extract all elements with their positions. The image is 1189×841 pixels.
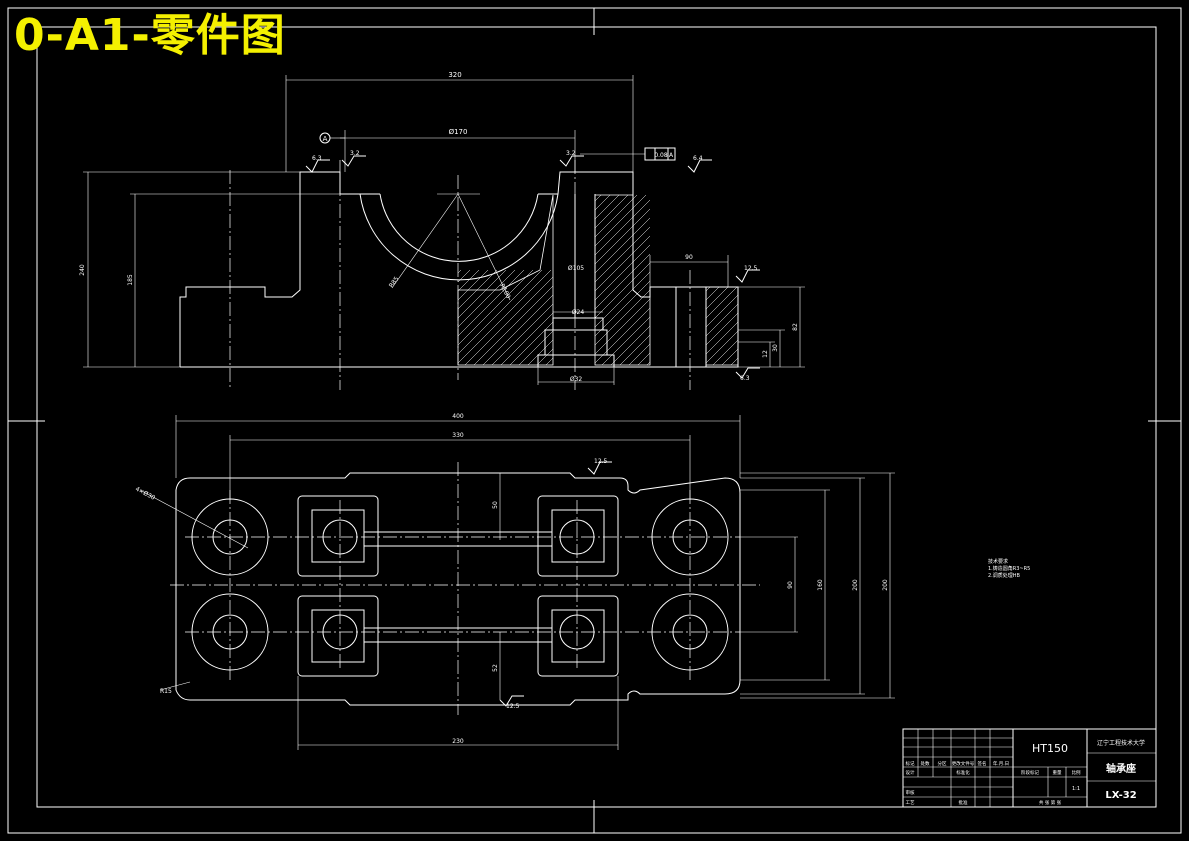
dim-bottom-width: Ø32 bbox=[570, 376, 583, 383]
plan-dim-h1: 50 bbox=[492, 501, 499, 509]
tb-material: HT150 bbox=[1032, 742, 1068, 755]
tol-datum: A bbox=[669, 152, 674, 159]
pocket-bl-inner bbox=[311, 609, 365, 663]
tolerance-frame bbox=[644, 147, 676, 161]
plan-rough-bottom: 12.5 bbox=[506, 703, 520, 710]
tb-h-date: 年.月.日 bbox=[993, 760, 1009, 767]
plan-dim-r3: 200 bbox=[852, 579, 859, 591]
right-boss bbox=[675, 286, 707, 368]
tb-h-weight: 重量 bbox=[1053, 769, 1062, 776]
bolt-holes bbox=[191, 498, 729, 671]
dim-right-h4: 6.3 bbox=[740, 375, 750, 382]
pocket-tl bbox=[297, 495, 379, 577]
plan-dim-r4: 200 bbox=[882, 579, 889, 591]
sheet-inner-border bbox=[36, 26, 1157, 808]
tb-scale: 1:1 bbox=[1072, 786, 1080, 792]
centering-marks bbox=[8, 8, 1181, 833]
tb-part-name: 轴承座 bbox=[1106, 762, 1136, 775]
tb-h-sign: 签名 bbox=[978, 760, 987, 767]
pocket-bl bbox=[297, 595, 379, 677]
rough-3: 3.2 bbox=[566, 150, 576, 157]
tb-school: 辽宁工程技术大学 bbox=[1097, 739, 1145, 747]
hatch-lines bbox=[458, 195, 738, 365]
plan-corner-holes: 4×Ø30 bbox=[134, 486, 156, 502]
counterbore-top bbox=[552, 317, 604, 331]
plan-corner-radius: R15 bbox=[160, 688, 172, 695]
datum-a-label: A bbox=[323, 135, 328, 143]
plan-dim-r1: 90 bbox=[787, 581, 794, 589]
sheet-title: 0-A1-零件图 bbox=[14, 10, 286, 61]
plan-dim-overall: 400 bbox=[452, 413, 464, 420]
title-block: HT150 辽宁工程技术大学 轴承座 LX-32 标记 处数 分区 更改文件号 … bbox=[902, 728, 1157, 808]
rough-4: 6.4 bbox=[693, 155, 703, 162]
front-view: 320 Ø170 0.08 A A 6.3 3.2 3.2 6.4 240 18… bbox=[79, 71, 805, 390]
rough-2: 3.2 bbox=[350, 150, 360, 157]
counterbore-bot bbox=[537, 354, 615, 368]
tb-r-process: 工艺 bbox=[906, 800, 915, 806]
pocket-tr-inner bbox=[551, 509, 605, 563]
sheet-outer-border bbox=[7, 7, 1182, 834]
dim-right-h1: 82 bbox=[792, 323, 799, 331]
dim-boss-width: 90 bbox=[685, 254, 693, 261]
tb-h-mark: 标记 bbox=[906, 760, 915, 767]
dim-right-h2: 30 bbox=[772, 344, 779, 352]
notes-line-1: 1.铸造圆角R3~R5 bbox=[988, 565, 1030, 572]
dim-right-h3: 12 bbox=[762, 350, 769, 358]
tb-h-scale: 比例 bbox=[1072, 769, 1081, 776]
tb-h-zone: 分区 bbox=[938, 760, 947, 767]
dim-height-total: 240 bbox=[79, 264, 86, 276]
notes-title: 技术要求 bbox=[988, 558, 1008, 565]
dim-boss-rough: 12.5 bbox=[744, 265, 758, 272]
tb-r-std: 标准化 bbox=[956, 769, 970, 776]
tb-h-count: 处数 bbox=[921, 760, 930, 767]
datum-a-circle bbox=[319, 132, 331, 144]
tb-h-stage: 阶段标记 bbox=[1021, 769, 1039, 776]
tb-r-design: 设计 bbox=[906, 769, 915, 776]
tb-r-approve: 批准 bbox=[959, 799, 968, 806]
plan-dim-inner: 330 bbox=[452, 432, 464, 439]
tb-r-review: 审核 bbox=[906, 789, 915, 796]
dim-radius-1: R85 bbox=[388, 275, 401, 289]
dim-hole-dia: Ø105 bbox=[568, 265, 584, 272]
dim-height-inner: 185 bbox=[127, 274, 134, 286]
tol-value: 0.08 bbox=[654, 152, 668, 159]
tb-h-doc: 更改文件号 bbox=[952, 760, 975, 767]
pocket-tl-inner bbox=[311, 509, 365, 563]
pocket-br bbox=[537, 595, 619, 677]
tb-drawing-no: LX-32 bbox=[1105, 790, 1136, 801]
notes-line-2: 2.调质处理HB bbox=[988, 572, 1021, 579]
dim-top-overall: 320 bbox=[448, 71, 461, 79]
dim-top-inner: Ø170 bbox=[449, 128, 468, 136]
plan-view: 400 330 230 12.5 50 52 90 160 200 200 4×… bbox=[134, 413, 895, 750]
plan-rough: 12.5 bbox=[594, 458, 608, 465]
tb-sheets: 共 张 第 张 bbox=[1039, 799, 1062, 806]
plan-dim-h2: 52 bbox=[492, 664, 499, 672]
technical-notes: 技术要求 1.铸造圆角R3~R5 2.调质处理HB bbox=[988, 558, 1030, 579]
dim-slot-width: Ø24 bbox=[572, 309, 585, 316]
rough-1: 6.3 bbox=[312, 155, 322, 162]
plan-dim-r2: 160 bbox=[817, 579, 824, 591]
pocket-tr bbox=[537, 495, 619, 577]
plan-dim-bottom: 230 bbox=[452, 738, 464, 745]
pocket-br-inner bbox=[551, 609, 605, 663]
